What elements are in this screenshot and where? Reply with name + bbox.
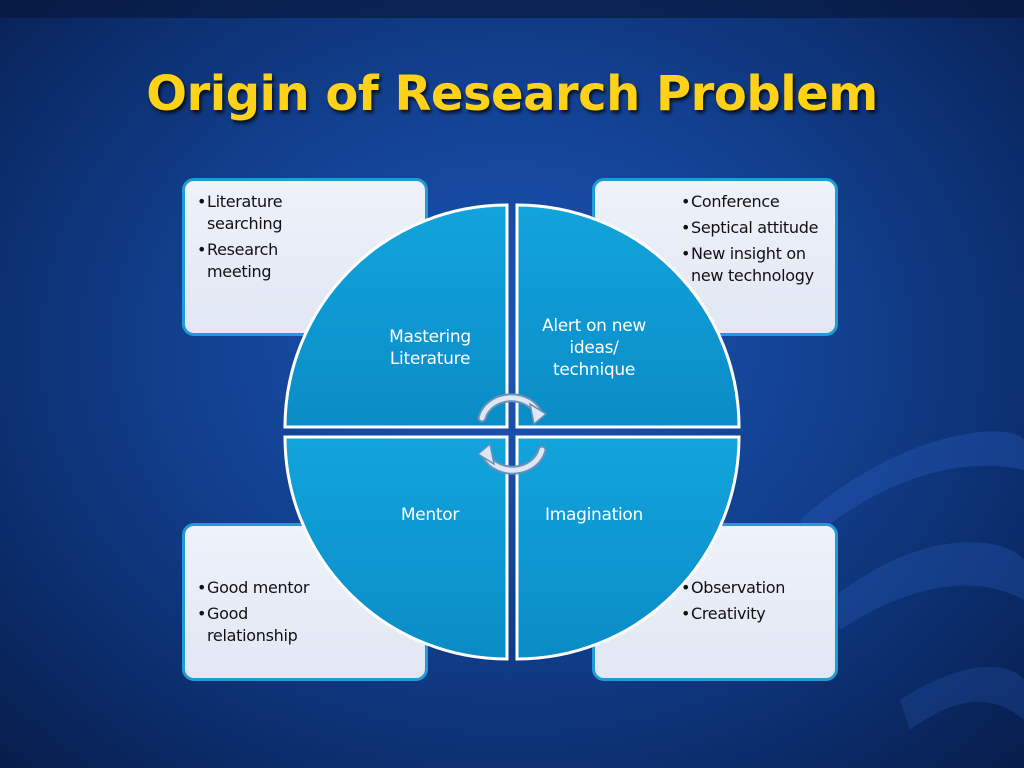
circular-arrows-icon (476, 393, 548, 475)
bullet-list: Good mentor Good relationship (197, 577, 327, 651)
bullet-item: Research meeting (197, 239, 307, 283)
bullet-item: Good relationship (197, 603, 327, 647)
slide-title: Origin of Research Problem (146, 66, 878, 122)
bullet-item: Literature searching (197, 191, 307, 235)
segment-top-left (283, 203, 509, 429)
bullet-list: Observation Creativity (681, 577, 831, 629)
segment-top-right (515, 203, 741, 429)
segment-label-mentor: Mentor (400, 505, 460, 525)
bullet-list: Conference Septical attitude New insight… (681, 191, 836, 291)
bullet-item: Creativity (681, 603, 831, 625)
bullet-item: Observation (681, 577, 831, 599)
segment-bottom-right (515, 435, 741, 661)
segment-bottom-left (283, 435, 509, 661)
bullet-item: New insight on new technology (681, 243, 836, 287)
bullet-item: Conference (681, 191, 836, 213)
bullet-list: Literature searching Research meeting (197, 191, 307, 287)
bullet-item: Septical attitude (681, 217, 836, 239)
segment-label-imagination: Imagination (545, 505, 643, 525)
bullet-item: Good mentor (197, 577, 327, 599)
segment-label-mastering-literature: Mastering Literature (389, 327, 471, 369)
segment-label-alert-on-new-ideas: Alert on new ideas/ technique (542, 316, 646, 380)
